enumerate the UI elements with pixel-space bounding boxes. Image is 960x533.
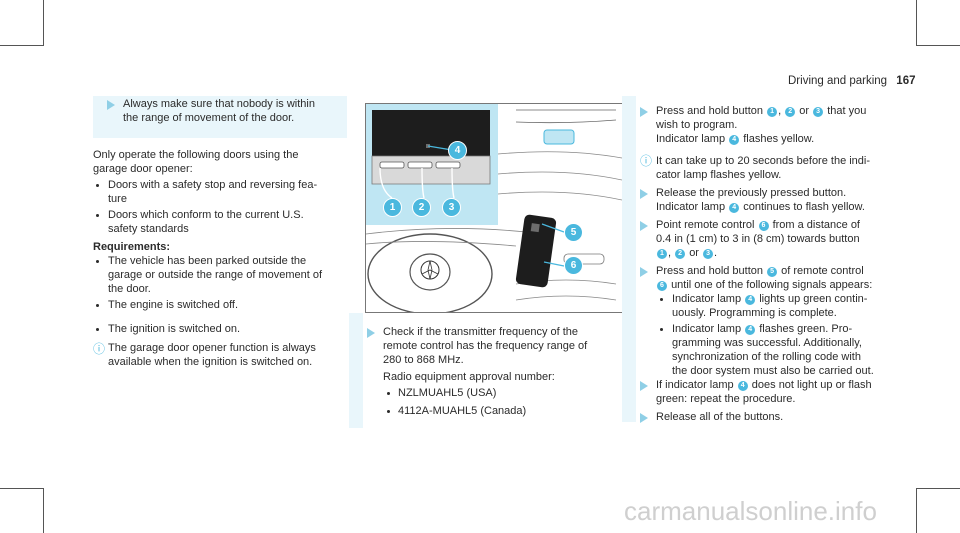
list-item: gramming was successful. Additionally, xyxy=(672,337,862,349)
crop-mark xyxy=(0,45,44,46)
requirements-heading: Requirements: xyxy=(93,241,171,253)
section-title: Driving and parking xyxy=(788,75,888,87)
step-bar xyxy=(349,313,363,428)
step-text: 0.4 in (1 cm) to 3 in (8 cm) towards but… xyxy=(656,233,860,245)
bullet xyxy=(660,328,663,331)
list-item: the door. xyxy=(108,283,151,295)
step-text: 280 to 868 MHz. xyxy=(383,354,464,366)
step-arrow-icon xyxy=(640,189,648,199)
tip-line: Always make sure that nobody is within xyxy=(123,98,315,110)
list-item: The ignition is switched on. xyxy=(108,323,241,335)
step-text: Point remote control 6 from a distance o… xyxy=(656,219,860,231)
tip-line: the range of movement of the door. xyxy=(123,112,295,124)
info-icon: ⓘ xyxy=(640,154,653,168)
step-text: 6 until one of the following signals app… xyxy=(656,278,872,292)
note-text: available when the ignition is switched … xyxy=(108,356,313,368)
intro-text: garage door opener: xyxy=(93,163,193,175)
step-arrow-icon xyxy=(640,413,648,423)
page-number: 167 xyxy=(896,75,916,87)
list-item: The engine is switched off. xyxy=(108,299,239,311)
list-item: the door system must also be carried out… xyxy=(672,365,874,377)
callout-4: 4 xyxy=(448,141,467,160)
bullet xyxy=(96,184,99,187)
step-text: Indicator lamp 4 continues to flash yell… xyxy=(656,201,865,213)
bullet xyxy=(96,214,99,217)
list-item: uously. Programming is complete. xyxy=(672,307,837,319)
step-text: 1, 2 or 3. xyxy=(656,246,717,260)
step-arrow-icon xyxy=(640,267,648,277)
illustration: 1 2 3 4 5 6 xyxy=(365,103,623,313)
step-text: wish to program. xyxy=(656,119,738,131)
list-item: synchronization of the rolling code with xyxy=(672,351,861,363)
list-item: Indicator lamp 4 lights up green contin- xyxy=(672,293,868,305)
step-arrow-icon xyxy=(107,100,115,110)
bullet xyxy=(387,410,390,413)
step-text: Indicator lamp 4 flashes yellow. xyxy=(656,133,815,145)
list-item: garage or outside the range of movement … xyxy=(108,269,323,281)
list-item: NZLMUAHL5 (USA) xyxy=(398,387,497,399)
step-text: Press and hold button 5 of remote contro… xyxy=(656,265,864,277)
list-item: The vehicle has been parked outside the xyxy=(108,255,307,267)
car-interior-drawing xyxy=(366,104,622,312)
step-bar xyxy=(622,96,636,422)
bullet xyxy=(660,298,663,301)
crop-mark xyxy=(916,45,960,46)
step-arrow-icon xyxy=(640,381,648,391)
step-text: Check if the transmitter frequency of th… xyxy=(383,326,579,338)
callout-2: 2 xyxy=(412,198,431,217)
crop-mark xyxy=(0,488,44,489)
crop-mark xyxy=(43,0,44,46)
step-text: Release all of the buttons. xyxy=(656,411,784,423)
callout-1: 1 xyxy=(383,198,402,217)
list-item: Indicator lamp 4 flashes green. Pro- xyxy=(672,323,853,335)
radio-approval-label: Radio equipment approval number: xyxy=(383,371,555,383)
list-item: Doors with a safety stop and reversing f… xyxy=(108,179,318,191)
list-item: safety standards xyxy=(108,223,189,235)
bullet xyxy=(96,304,99,307)
bullet xyxy=(96,260,99,263)
step-arrow-icon xyxy=(640,107,648,117)
intro-text: Only operate the following doors using t… xyxy=(93,149,299,161)
note-text: The garage door opener function is alway… xyxy=(108,342,316,354)
list-item: 4112A-MUAHL5 (Canada) xyxy=(398,405,527,417)
running-header: Driving and parking 167 xyxy=(788,74,915,88)
crop-mark xyxy=(916,488,917,533)
info-icon: ⓘ xyxy=(93,342,106,356)
crop-mark xyxy=(43,488,44,533)
step-text: Release the previously pressed button. xyxy=(656,187,847,199)
step-text: Press and hold button 1, 2 or 3 that you xyxy=(656,105,867,117)
step-arrow-icon xyxy=(367,328,375,338)
step-text: If indicator lamp 4 does not light up or… xyxy=(656,379,872,391)
step-text: green: repeat the procedure. xyxy=(656,393,796,405)
info-text: It can take up to 20 seconds before the … xyxy=(656,155,871,167)
step-text: remote control has the frequency range o… xyxy=(383,340,588,352)
bullet xyxy=(387,392,390,395)
crop-mark xyxy=(916,488,960,489)
warning-box xyxy=(93,96,347,138)
bullet xyxy=(96,328,99,331)
callout-5: 5 xyxy=(564,223,583,242)
watermark: carmanualsonline.info xyxy=(624,496,877,526)
callout-3: 3 xyxy=(442,198,461,217)
info-text: cator lamp flashes yellow. xyxy=(656,169,782,181)
callout-6: 6 xyxy=(564,256,583,275)
list-item: Doors which conform to the current U.S. xyxy=(108,209,304,221)
step-arrow-icon xyxy=(640,221,648,231)
list-item: ture xyxy=(108,193,127,205)
crop-mark xyxy=(916,0,917,46)
